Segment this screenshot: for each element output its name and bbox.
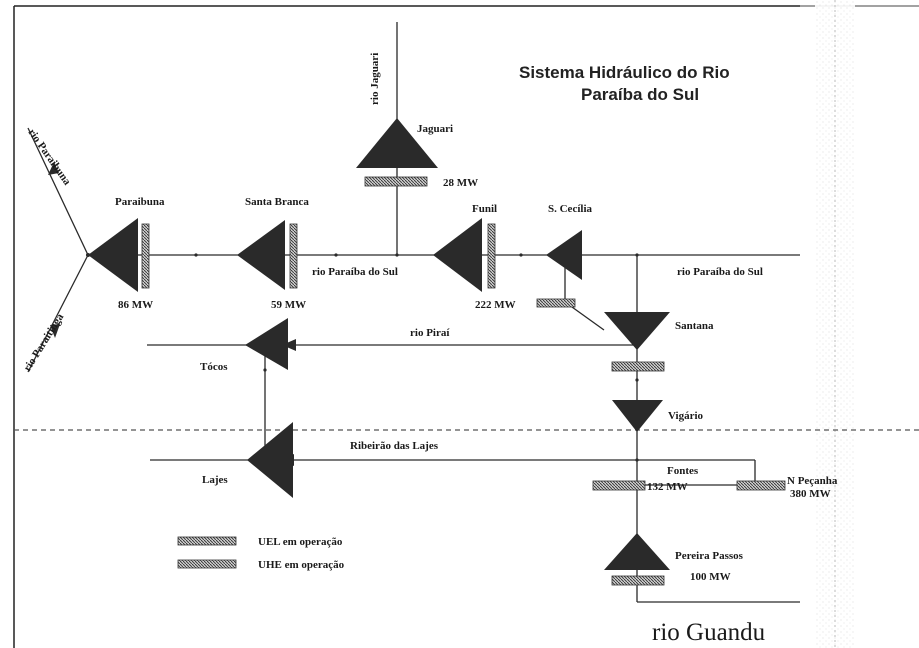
legend-uhe-swatch bbox=[177, 559, 237, 569]
label-tocos: Tócos bbox=[200, 361, 228, 373]
plant-paraibuna bbox=[88, 218, 150, 292]
diagram-title-line1: Sistema Hidráulico do Rio bbox=[519, 63, 730, 82]
plant-nilo-pecanha bbox=[736, 480, 786, 491]
plant-fontes bbox=[592, 480, 646, 491]
plant-santana bbox=[604, 312, 670, 372]
plant-funil bbox=[433, 218, 496, 292]
plant-pereira-passos bbox=[604, 533, 670, 586]
arrow-paraibuna bbox=[48, 162, 59, 175]
power-fontes: 132 MW bbox=[647, 481, 688, 493]
uhe-bar-nilo-pecanha bbox=[736, 480, 786, 491]
label-s-cecilia: S. Cecília bbox=[548, 203, 592, 215]
uhe-bar-santa-branca bbox=[289, 223, 298, 289]
arrow-paraitinga bbox=[50, 324, 60, 338]
label-paraibuna: Paraibuna bbox=[115, 196, 165, 208]
plant-s-cecilia bbox=[536, 230, 582, 308]
power-paraibuna: 86 MW bbox=[118, 299, 153, 311]
diagram-title-line2: Paraíba do Sul bbox=[581, 85, 699, 104]
plant-tocos bbox=[245, 318, 288, 370]
uel-bar-santana bbox=[611, 361, 665, 372]
uel-bar-jaguari bbox=[364, 176, 428, 187]
label-rio-paraiba-1: rio Paraíba do Sul bbox=[312, 266, 398, 278]
river-lines bbox=[27, 22, 800, 603]
plant-vigario bbox=[612, 400, 663, 432]
label-rio-paraitinga: rio Paraitinga bbox=[21, 311, 66, 373]
label-nilo-pecanha: N Peçanha bbox=[787, 475, 838, 487]
legend-uhe-label: UHE em operação bbox=[258, 559, 345, 571]
label-lajes: Lajes bbox=[202, 474, 228, 486]
uel-bar-s-cecilia bbox=[536, 298, 576, 308]
label-rio-guandu: rio Guandu bbox=[652, 619, 766, 646]
plant-jaguari bbox=[356, 118, 438, 187]
junction-dots bbox=[86, 253, 639, 462]
label-vigario: Vigário bbox=[668, 410, 704, 422]
plant-lajes bbox=[247, 422, 293, 498]
power-jaguari: 28 MW bbox=[443, 177, 478, 189]
power-pereira-passos: 100 MW bbox=[690, 571, 731, 583]
label-rio-pirai: rio Piraí bbox=[410, 327, 450, 339]
label-fontes: Fontes bbox=[667, 465, 699, 477]
page-frame bbox=[13, 0, 919, 648]
label-rio-paraibuna: rio Paraibuna bbox=[26, 127, 74, 188]
label-rio-jaguari: rio Jaguari bbox=[369, 53, 381, 105]
label-pereira-passos: Pereira Passos bbox=[675, 550, 744, 562]
label-jaguari: Jaguari bbox=[417, 123, 453, 135]
power-funil: 222 MW bbox=[475, 299, 516, 311]
label-santana: Santana bbox=[675, 320, 714, 332]
label-rio-paraiba-2: rio Paraíba do Sul bbox=[677, 266, 763, 278]
power-santa-branca: 59 MW bbox=[271, 299, 306, 311]
uhe-bar-funil bbox=[487, 223, 496, 289]
label-funil: Funil bbox=[472, 203, 497, 215]
legend-uel-swatch bbox=[177, 536, 237, 546]
uhe-bar-fontes bbox=[592, 480, 646, 491]
legend: UEL em operação UHE em operação bbox=[177, 536, 345, 571]
uhe-bar-paraibuna bbox=[141, 223, 150, 289]
label-santa-branca: Santa Branca bbox=[245, 196, 309, 208]
power-nilo-pecanha: 380 MW bbox=[790, 488, 831, 500]
arrow-pirai bbox=[282, 339, 296, 351]
uhe-bar-pereira-passos bbox=[611, 575, 665, 586]
plant-santa-branca bbox=[237, 220, 298, 290]
label-ribeirao-lajes: Ribeirão das Lajes bbox=[350, 440, 439, 452]
legend-uel-label: UEL em operação bbox=[258, 536, 343, 548]
